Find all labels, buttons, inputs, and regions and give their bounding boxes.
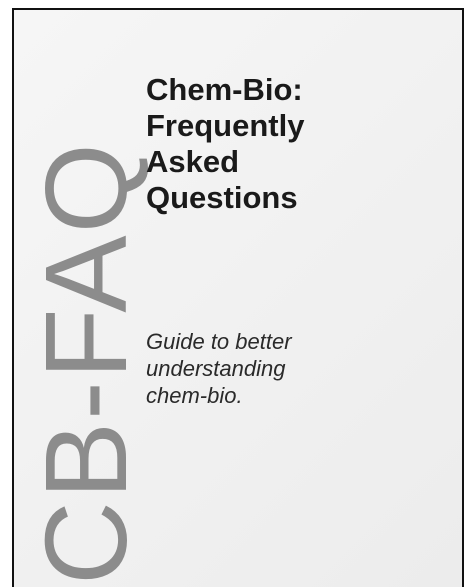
subtitle-line: chem-bio. [146,383,243,408]
subtitle-line: Guide to better [146,329,292,354]
vertical-logo-text: CB-FAQ [21,141,151,585]
title-line: Questions [146,180,298,215]
document-cover: CB-FAQ Chem-Bio: Frequently Asked Questi… [12,8,464,587]
title-line: Asked [146,144,240,179]
cover-title: Chem-Bio: Frequently Asked Questions [146,72,304,216]
title-line: Frequently [146,108,305,143]
cover-subtitle: Guide to better understanding chem-bio. [146,328,292,409]
subtitle-line: understanding [146,356,286,381]
title-line: Chem-Bio: [146,72,303,107]
